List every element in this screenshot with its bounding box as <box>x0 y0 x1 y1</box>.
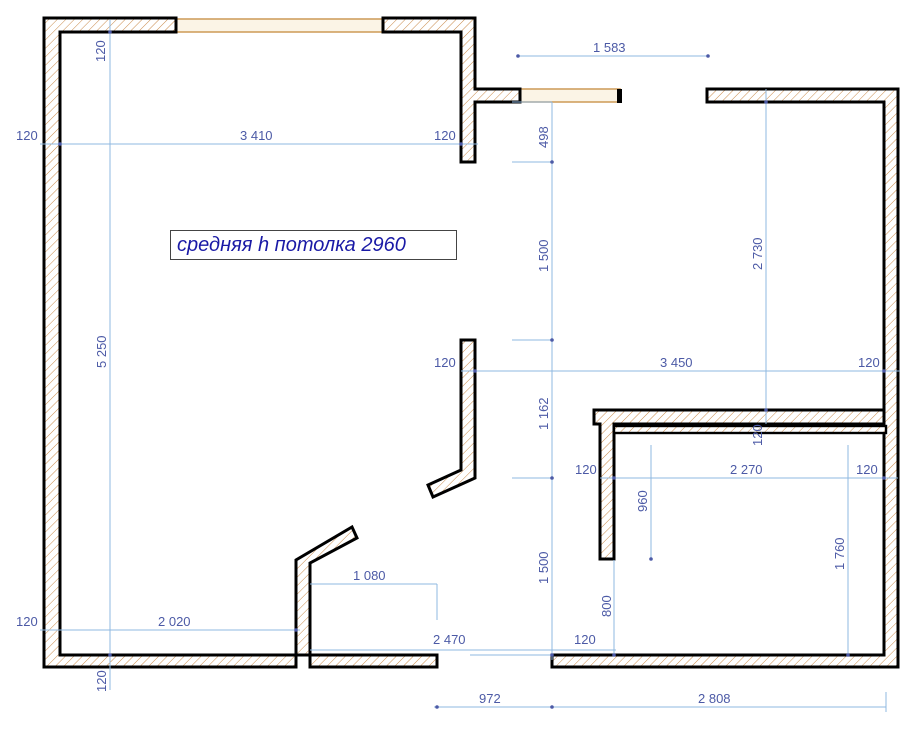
window-top-left <box>175 18 384 33</box>
dim-bath-wall-left: 120 <box>575 462 597 477</box>
wall-left-room <box>42 16 298 669</box>
dim-bath-wall-mid: 120 <box>750 424 765 446</box>
dim-mid-width: 3 450 <box>660 355 693 370</box>
dim-bottom-2020: 2 020 <box>158 614 191 629</box>
dim-bath-wall-right: 120 <box>856 462 878 477</box>
dim-bottom-120-right: 120 <box>574 632 596 647</box>
dim-living-wall-right: 120 <box>434 128 456 143</box>
dim-mid-wall-right: 120 <box>858 355 880 370</box>
wall-bottom-middle <box>308 653 439 669</box>
wall-right-room <box>550 87 900 669</box>
wall-top-middle-left <box>381 16 522 164</box>
window-jamb <box>617 89 622 103</box>
dim-bath-1760: 1 760 <box>832 537 847 570</box>
dim-bottom-2470: 2 470 <box>433 632 466 647</box>
dim-mid-wall-left: 120 <box>434 355 456 370</box>
wall-bathroom-inner <box>612 424 888 435</box>
dim-bottom-2808: 2 808 <box>698 691 731 706</box>
dim-bath-960: 960 <box>635 490 650 512</box>
dim-top-opening: 1 583 <box>593 40 626 55</box>
dim-door-1080: 1 080 <box>353 568 386 583</box>
dimension-lines <box>40 20 900 712</box>
dim-bath-width: 2 270 <box>730 462 763 477</box>
dim-right-room-height: 2 730 <box>750 237 765 270</box>
dim-498: 498 <box>536 126 551 148</box>
dimension-ticks <box>58 30 886 709</box>
dim-bottom-972: 972 <box>479 691 501 706</box>
dim-bottom-wall-120: 120 <box>94 670 109 692</box>
ceiling-height-label: средняя h потолка 2960 <box>170 230 457 260</box>
window-top-middle <box>519 88 621 103</box>
dim-living-wall-left: 120 <box>16 128 38 143</box>
wall-door-jamb <box>294 524 359 657</box>
dim-1500-top: 1 500 <box>536 239 551 272</box>
dim-left-wall-top: 120 <box>93 40 108 62</box>
dim-living-width: 3 410 <box>240 128 273 143</box>
dim-bottom-left-wall: 120 <box>16 614 38 629</box>
wall-bathroom-top <box>592 408 886 561</box>
dim-left-height: 5 250 <box>94 335 109 368</box>
dim-bath-800: 800 <box>599 595 614 617</box>
dim-1500-bottom: 1 500 <box>536 551 551 584</box>
dim-1162: 1 162 <box>536 397 551 430</box>
wall-center-partition <box>426 338 477 500</box>
